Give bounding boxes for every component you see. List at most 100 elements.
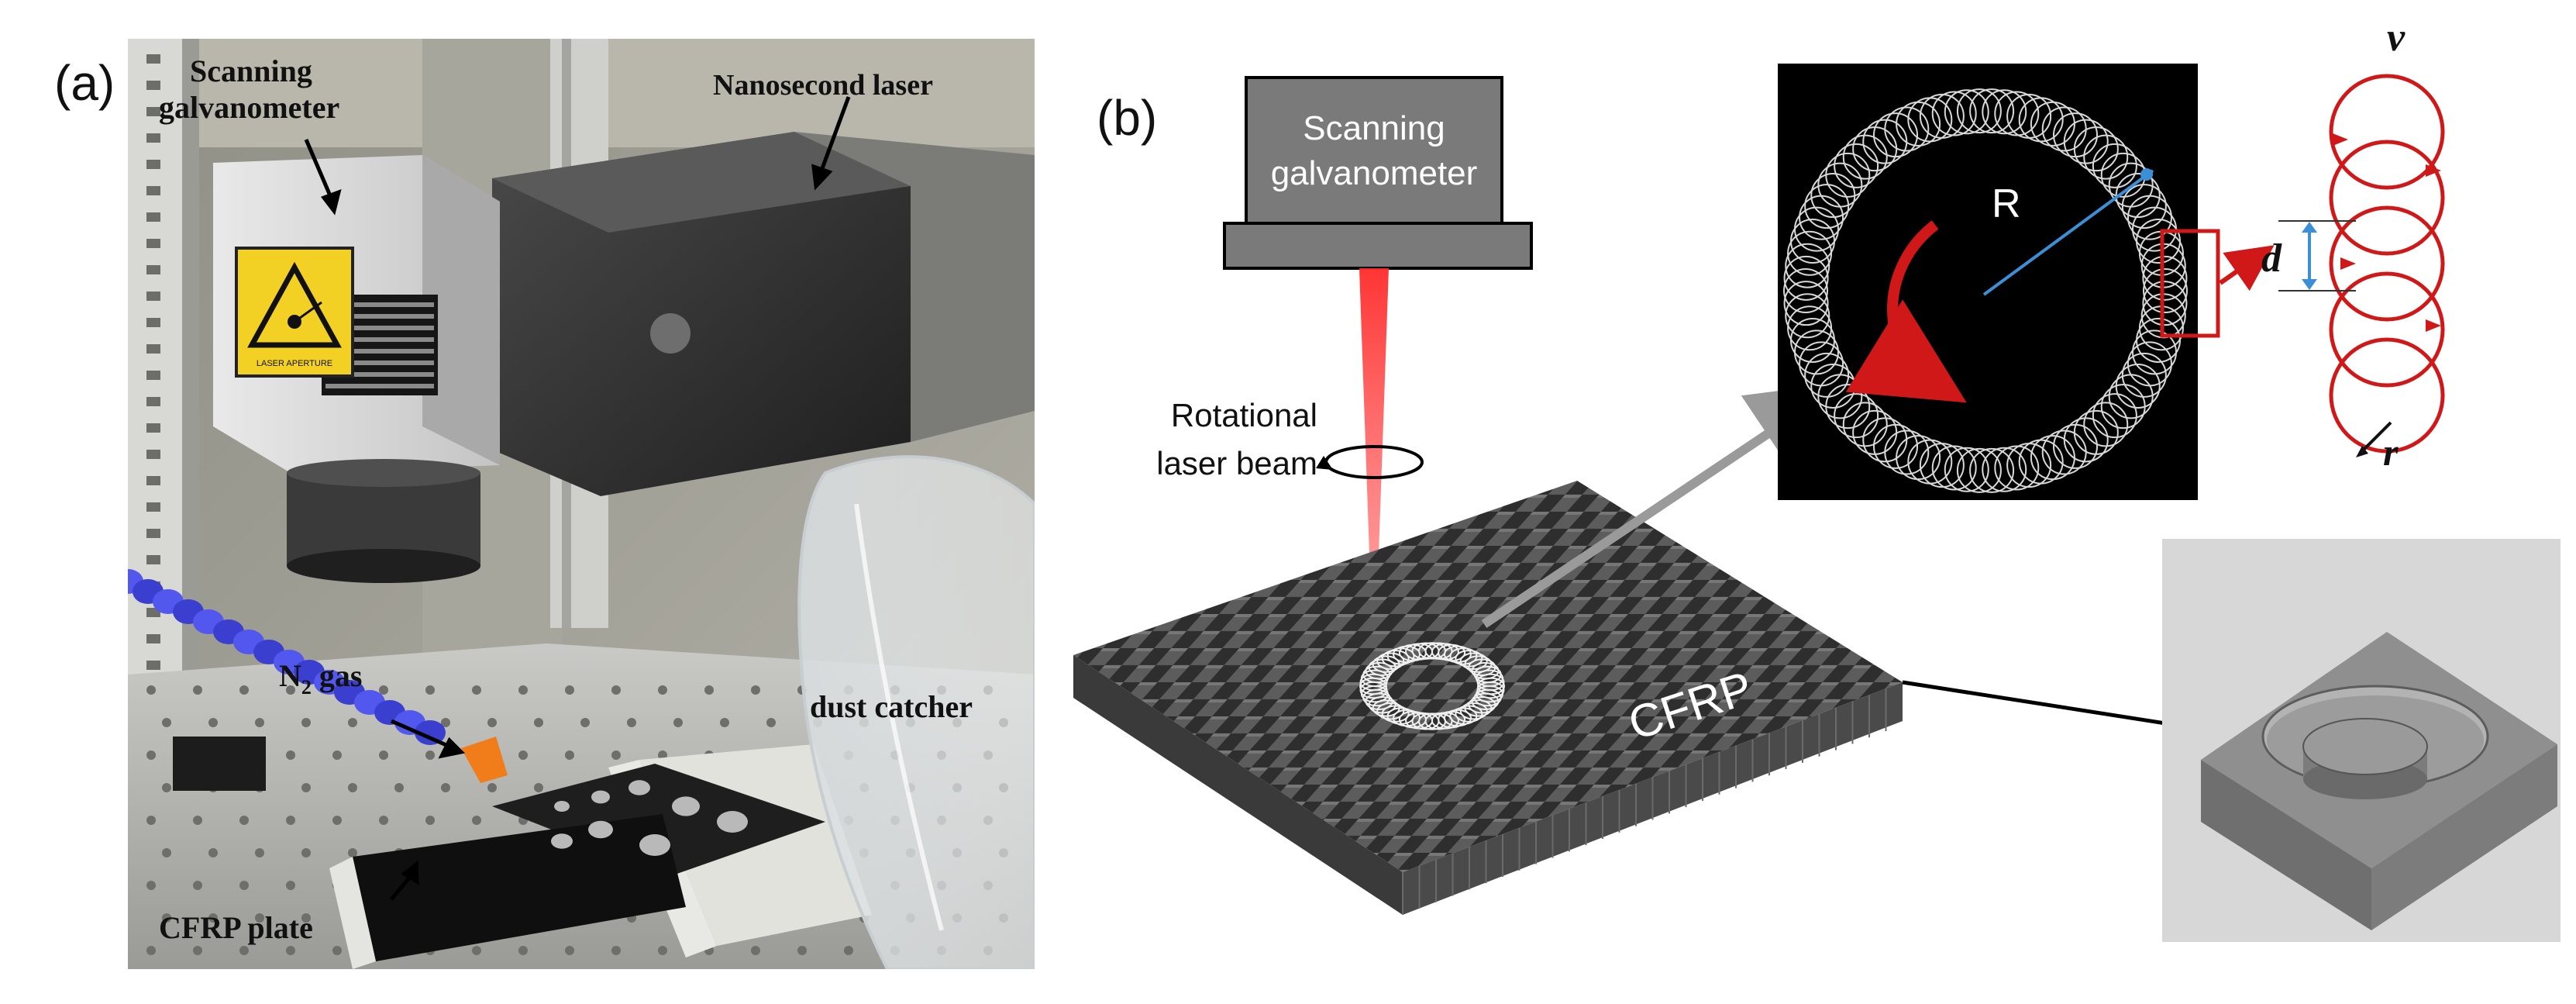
table-hole <box>208 913 218 923</box>
pitch-dimension <box>2278 220 2356 292</box>
table-hole <box>162 783 171 792</box>
table-hole <box>286 750 295 760</box>
panel-b-label: (b) <box>1097 90 1158 146</box>
scan-circle <box>1825 152 1871 198</box>
scan-circle <box>2121 184 2167 229</box>
rotation-icon <box>1316 445 1424 479</box>
n2-rest: gas <box>312 658 363 693</box>
panel-a-label: (a) <box>54 55 115 111</box>
scan-circle <box>1804 184 1850 229</box>
scan-circle <box>1862 417 1908 463</box>
scan-circle <box>1994 445 2040 491</box>
detail-arrow <box>2219 245 2275 292</box>
path-circle <box>2329 205 2445 322</box>
rail-hole <box>146 265 160 274</box>
table-hole <box>193 946 202 955</box>
table-hole <box>394 783 404 792</box>
rail-hole <box>146 107 160 116</box>
table-hole <box>766 718 776 727</box>
scan-circle <box>1931 91 1977 136</box>
scanned-ring-on-plate <box>1359 642 1505 730</box>
table-hole <box>425 685 435 695</box>
pitch-label: d <box>2261 236 2282 281</box>
callout-scanning-galvanometer-line1: Scanning <box>190 53 312 88</box>
dust-catcher <box>797 455 1035 969</box>
table-hole <box>301 913 311 923</box>
table-hole <box>255 718 264 727</box>
scan-circle <box>1785 293 1830 339</box>
overlapping-circles-detail <box>2329 74 2445 454</box>
scan-circle <box>1376 702 1405 720</box>
table-hole <box>720 718 729 727</box>
rail-hole <box>146 81 160 90</box>
scan-circle <box>1793 206 1839 252</box>
beam-label-line1: Rotational <box>1171 397 1317 433</box>
schematic: Scanning galvanometer Rotational laser b… <box>1073 16 2561 942</box>
table-hole <box>565 685 574 695</box>
gas-hose <box>128 569 446 745</box>
path-circle <box>2329 74 2445 190</box>
machined-result-3d <box>2162 539 2561 942</box>
scan-circle <box>1969 447 2015 493</box>
table-hole <box>146 685 156 695</box>
scan-circle <box>1944 89 1989 135</box>
table-hole <box>472 946 481 955</box>
scan-circle <box>2083 402 2129 447</box>
callout-n2-gas: N2 gas <box>279 658 362 699</box>
table-hole <box>332 816 342 825</box>
scan-circle <box>1994 91 2040 136</box>
scan-circle <box>2063 119 2109 164</box>
table-hole <box>611 946 621 955</box>
zoom-arrow <box>1481 382 1844 628</box>
table-hole <box>146 750 156 760</box>
scan-circle <box>2142 255 2188 301</box>
table-hole <box>534 783 543 792</box>
scan-circle <box>2083 134 2129 180</box>
photo-callout-arrows <box>304 96 851 901</box>
rail-hole <box>146 160 160 169</box>
scan-circle <box>1817 162 1863 208</box>
galvanometer-label-line2: galvanometer <box>1271 154 1478 192</box>
galvanometer-schematic: Scanning galvanometer <box>1223 76 1533 270</box>
scan-circle <box>2053 423 2098 469</box>
table-hole <box>472 816 481 825</box>
velocity-label: v <box>2387 16 2406 60</box>
table-hole <box>425 816 435 825</box>
detail-highlight-box <box>2160 229 2220 338</box>
rail-hole <box>146 239 160 248</box>
table-hole <box>162 848 171 857</box>
table-hole <box>162 718 171 727</box>
cfrp-fixture <box>329 744 872 969</box>
scan-circle <box>2132 329 2178 375</box>
rail-hole <box>146 476 160 485</box>
scan-circle <box>2115 173 2161 219</box>
scan-circle <box>1799 341 1844 387</box>
table-hole <box>425 750 435 760</box>
scan-circle <box>1919 93 1965 139</box>
galvanometer-label-line1: Scanning <box>1303 109 1445 147</box>
table-hole <box>348 718 357 727</box>
table-hole <box>193 685 202 695</box>
table-hole <box>193 881 202 890</box>
scan-circle <box>1376 652 1405 670</box>
rail-hole <box>146 450 160 459</box>
nozzle-clamp <box>173 737 266 791</box>
rail-hole <box>146 133 160 143</box>
table-hole <box>239 685 249 695</box>
scan-circle <box>2127 195 2172 240</box>
scan-circle <box>1459 652 1488 670</box>
scan-circle <box>2073 126 2119 172</box>
scan-circle <box>1969 88 2015 134</box>
table-hole <box>518 750 528 760</box>
table-hole <box>611 685 621 695</box>
table-hole <box>658 750 667 760</box>
path-circle <box>2329 337 2445 454</box>
gas-nozzle <box>461 737 508 783</box>
callout-nanosecond-laser: Nanosecond laser <box>713 69 933 102</box>
table-hole <box>255 848 264 857</box>
direction-arrowhead <box>2426 164 2441 177</box>
scan-circle <box>2108 374 2154 419</box>
lens-barrel <box>287 459 480 583</box>
rail-hole <box>146 54 160 64</box>
panel-a: (a) <box>0 0 1035 1004</box>
